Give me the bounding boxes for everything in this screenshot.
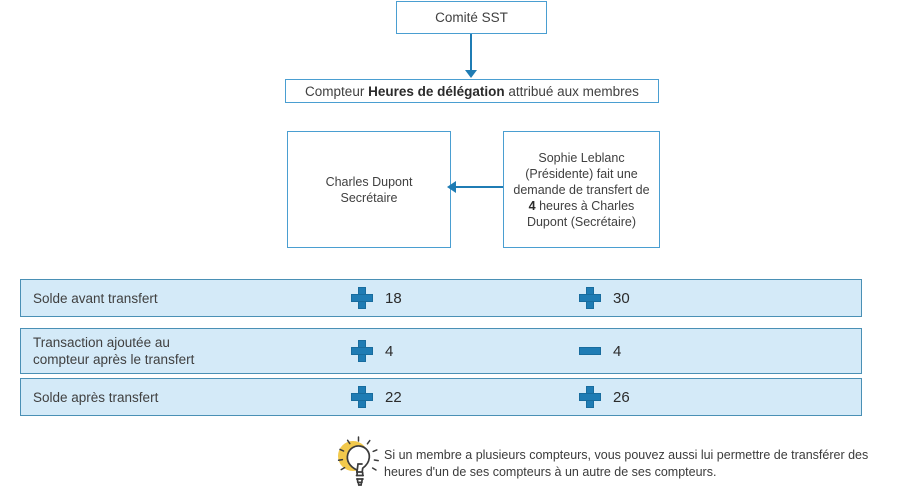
summary-value: 22 — [385, 388, 402, 406]
summary-row-balance-before: Solde avant transfert 18 30 — [20, 279, 862, 317]
counter-prefix: Compteur — [305, 83, 369, 99]
counter-suffix: attribué aux membres — [504, 83, 639, 99]
summary-value: 30 — [613, 289, 630, 307]
counter-bold: Heures de délégation — [368, 83, 505, 99]
summary-row-label: Transaction ajoutée au compteur après le… — [33, 335, 195, 367]
plus-icon — [351, 386, 373, 408]
flow-box-committee: Comité SST — [396, 1, 547, 34]
connector-vertical-line — [470, 34, 472, 72]
recipient-name: Charles Dupont — [325, 174, 413, 189]
recipient-role: Secrétaire — [340, 190, 398, 205]
summary-cell-counter-a: 18 — [343, 287, 569, 309]
summary-cell-counter-a: 4 — [343, 340, 569, 362]
summary-row-balance-after: Solde après transfert 22 26 — [20, 378, 862, 416]
request-line-2: (Présidente) fait une — [525, 166, 638, 181]
flow-box-request: Sophie Leblanc (Présidente) fait une dem… — [503, 131, 660, 248]
minus-icon — [579, 340, 601, 362]
summary-cell-counter-b: 26 — [569, 386, 635, 408]
summary-value: 4 — [385, 342, 394, 360]
plus-icon — [351, 287, 373, 309]
request-amount: 4 — [528, 198, 536, 213]
arrow-down-icon — [465, 70, 477, 78]
request-line-5: Dupont (Secrétaire) — [526, 214, 637, 229]
tip-text: Si un membre a plusieurs compteurs, vous… — [384, 448, 869, 479]
summary-value: 4 — [613, 342, 622, 360]
arrow-left-icon — [447, 181, 456, 193]
summary-row-transaction-added: Transaction ajoutée au compteur après le… — [20, 328, 862, 374]
flow-box-recipient-text: Charles Dupont Secrétaire — [326, 174, 413, 206]
summary-cell-counter-b: 30 — [569, 287, 635, 309]
flow-box-request-text: Sophie Leblanc (Présidente) fait une dem… — [513, 150, 649, 230]
flow-box-recipient: Charles Dupont Secrétaire — [287, 131, 451, 248]
flow-box-committee-label: Comité SST — [435, 10, 508, 25]
flow-box-counter: Compteur Heures de délégation attribué a… — [285, 79, 659, 103]
request-line-4: 4 heures à Charles — [513, 198, 649, 214]
summary-value: 18 — [385, 289, 402, 307]
plus-icon — [579, 287, 601, 309]
request-line-1: Sophie Leblanc — [538, 150, 625, 165]
tip-callout: Si un membre a plusieurs compteurs, vous… — [334, 434, 900, 490]
summary-cell-counter-a: 22 — [343, 386, 569, 408]
connector-horizontal-line — [455, 186, 503, 188]
summary-row-label: Solde avant transfert — [33, 290, 158, 306]
flow-box-counter-label: Compteur Heures de délégation attribué a… — [305, 84, 639, 99]
plus-icon — [579, 386, 601, 408]
summary-value: 26 — [613, 388, 630, 406]
summary-row-label: Solde après transfert — [33, 389, 159, 405]
request-line-3: demande de transfert de — [513, 182, 650, 197]
lightbulb-icon — [334, 434, 380, 490]
plus-icon — [351, 340, 373, 362]
request-line-4-rest: heures à Charles — [535, 198, 635, 213]
summary-cell-counter-b: 4 — [569, 340, 635, 362]
